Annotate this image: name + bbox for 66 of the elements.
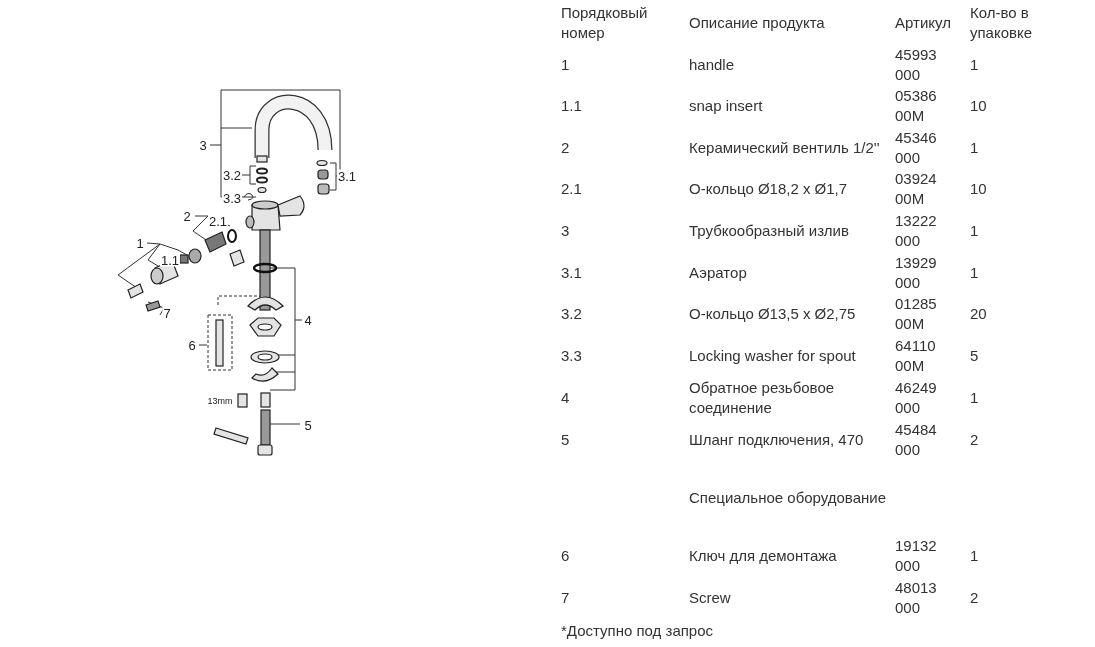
item-number: 3.3 [561, 346, 583, 366]
callout-number: 3.2 [221, 168, 243, 182]
article-number: 45484 000 [895, 420, 938, 460]
package-quantity: 20 [970, 304, 988, 324]
article-number: 03924 00M [895, 169, 938, 209]
package-quantity: 10 [970, 96, 988, 116]
article-number: 46249 000 [895, 378, 938, 418]
product-description: Трубкообразный излив [689, 221, 850, 241]
item-number: 3 [561, 221, 571, 241]
product-description: Керамический вентиль 1/2'' [689, 138, 881, 158]
callout-number: 1 [135, 236, 145, 250]
product-description: snap insert [689, 96, 764, 116]
callout-number: 2 [182, 209, 192, 223]
callout-number: 7 [162, 306, 172, 320]
item-number: 5 [561, 430, 571, 450]
article-number: 64110 00M [895, 336, 937, 376]
product-description: Аэратор [689, 263, 748, 283]
footnote: *Доступно под запрос [561, 621, 715, 641]
column-header: Порядковый номер [561, 3, 649, 43]
article-number: 13929 000 [895, 253, 938, 293]
item-number: 2 [561, 138, 571, 158]
product-description: Обратное резьбовое соединение [689, 378, 836, 418]
item-number: 2.1 [561, 179, 583, 199]
column-header: Кол-во в упаковке [970, 3, 1034, 43]
package-quantity: 1 [970, 55, 980, 75]
product-description: Screw [689, 588, 732, 608]
package-quantity: 2 [970, 588, 980, 608]
callout-number: 2.1 [207, 214, 229, 228]
column-header: Описание продукта [689, 13, 826, 33]
item-number: 1.1 [561, 96, 583, 116]
item-number: 1 [561, 55, 571, 75]
package-quantity: 5 [970, 346, 980, 366]
package-quantity: 1 [970, 138, 980, 158]
article-number: 45346 000 [895, 128, 938, 168]
item-number: 7 [561, 588, 571, 608]
product-description: Locking washer for spout [689, 346, 857, 366]
dimension-label: 13mm [206, 396, 234, 406]
callout-number: 1.1 [159, 253, 181, 267]
package-quantity: 2 [970, 430, 980, 450]
product-description: handle [689, 55, 736, 75]
callout-number: 5 [303, 418, 313, 432]
package-quantity: 1 [970, 221, 980, 241]
item-number: 3.2 [561, 304, 583, 324]
product-description: Ключ для демонтажа [689, 546, 838, 566]
article-number: 13222 000 [895, 211, 938, 251]
product-description: О-кольцо Ø18,2 x Ø1,7 [689, 179, 849, 199]
item-number: 6 [561, 546, 571, 566]
product-description: Шланг подключения, 470 [689, 430, 865, 450]
callout-number: 3 [198, 138, 208, 152]
callout-number: 4 [303, 313, 313, 327]
package-quantity: 1 [970, 546, 980, 566]
package-quantity: 10 [970, 179, 988, 199]
article-number: 45993 000 [895, 45, 938, 85]
package-quantity: 1 [970, 388, 980, 408]
article-number: 19132 000 [895, 536, 938, 576]
article-number: 05386 00M [895, 86, 938, 126]
callout-number: 3.3 [221, 191, 243, 205]
callout-number: 6 [187, 338, 197, 352]
article-number: 01285 00M [895, 294, 938, 334]
item-number: 4 [561, 388, 571, 408]
package-quantity: 1 [970, 263, 980, 283]
item-number: 3.1 [561, 263, 583, 283]
callout-number: 3.1 [336, 169, 358, 183]
section-heading: Специальное оборудование [689, 488, 887, 508]
article-number: 48013 000 [895, 578, 938, 618]
product-description: О-кольцо Ø13,5 x Ø2,75 [689, 304, 857, 324]
